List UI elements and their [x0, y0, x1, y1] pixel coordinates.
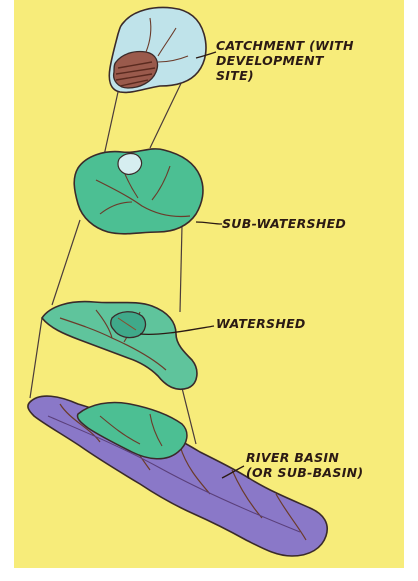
sub-watershed-shape: [74, 149, 203, 234]
catchment-label-line1: CATCHMENT (WITH: [216, 38, 354, 53]
catchment-label-line2: DEVELOPMENT: [216, 53, 325, 68]
river-basin-label-line1: RIVER BASIN: [246, 450, 339, 465]
sub-watershed-label: SUB-WATERSHED: [222, 216, 346, 231]
river-basin-label-line2: (OR SUB-BASIN): [246, 465, 363, 480]
catchment-label-line3: SITE): [216, 68, 254, 83]
watershed-label: WATERSHED: [216, 316, 306, 331]
